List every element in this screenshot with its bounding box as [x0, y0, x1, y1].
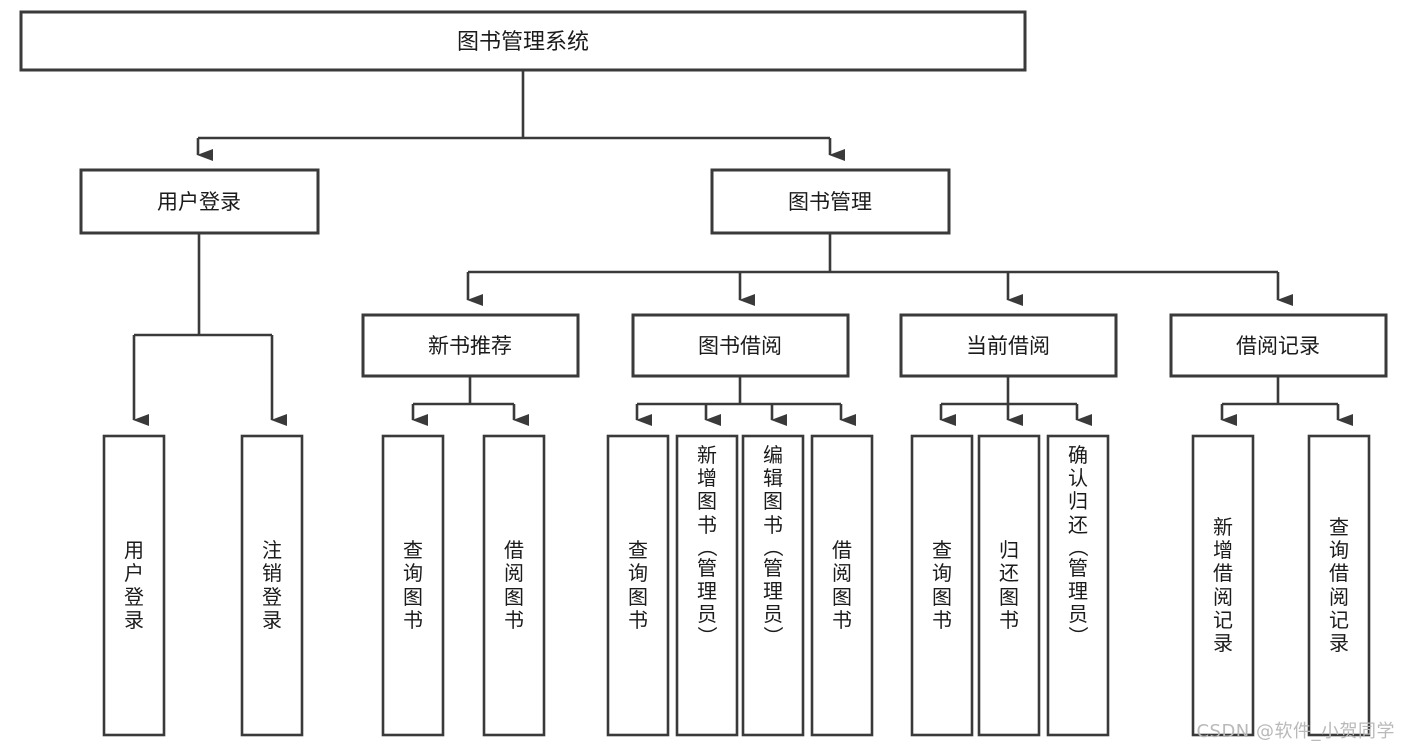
node-current-borrow-box — [899, 313, 1118, 378]
watermark-text: CSDN @软件_小贺同学 — [1196, 721, 1395, 742]
connector-book-manage-to-level3 — [466, 233, 1293, 306]
connector-new-book-recommend-to-leaves — [411, 376, 529, 426]
node-new-book-recommend-box — [361, 313, 580, 378]
leaf-box-add-borrow-record[interactable] — [1191, 434, 1255, 737]
node-current-borrow[interactable]: 当前借阅 — [899, 313, 1118, 378]
node-borrow-record-label: 借阅记录 — [1236, 334, 1320, 358]
leaf-box-add-book-admin[interactable] — [675, 434, 739, 737]
node-borrow-record[interactable]: 借阅记录 — [1169, 313, 1388, 378]
leaf-box-query-book-2[interactable] — [606, 434, 670, 737]
node-new-book-recommend-label: 新书推荐 — [428, 334, 512, 358]
node-book-borrow[interactable]: 图书借阅 — [631, 313, 850, 378]
node-user-login-label: 用户登录 — [157, 190, 241, 214]
leaf-box-edit-book-admin[interactable] — [741, 434, 805, 737]
leaf-box-user-login[interactable] — [102, 434, 166, 737]
leaf-box-confirm-return-admin[interactable] — [1046, 434, 1110, 737]
node-user-login[interactable]: 用户登录 — [79, 168, 320, 235]
leaf-box-user-logout[interactable] — [240, 434, 304, 737]
connector-borrow-record-to-leaves — [1220, 376, 1353, 426]
connector-current-borrow-to-leaves — [939, 376, 1092, 426]
connector-root-to-level2 — [196, 70, 845, 161]
node-book-manage-label: 图书管理 — [788, 190, 872, 214]
leaf-box-return-book[interactable] — [977, 434, 1041, 737]
leaf-box-query-borrow-record[interactable] — [1307, 434, 1371, 737]
leaf-box-query-book-1[interactable] — [381, 434, 445, 737]
node-book-borrow-label: 图书借阅 — [698, 334, 782, 358]
connector-user-login-to-leaves — [132, 233, 287, 426]
leaf-box-borrow-book-2[interactable] — [810, 434, 874, 737]
node-root-label: 图书管理系统 — [457, 30, 589, 55]
node-root[interactable]: 图书管理系统 — [19, 10, 1027, 72]
leaf-box-query-book-3[interactable] — [910, 434, 974, 737]
node-current-borrow-label: 当前借阅 — [966, 334, 1050, 358]
node-new-book-recommend[interactable]: 新书推荐 — [361, 313, 580, 378]
node-user-login-box — [79, 168, 320, 235]
connector-book-borrow-to-leaves — [635, 376, 856, 426]
node-book-manage[interactable]: 图书管理 — [710, 168, 951, 235]
leaf-box-borrow-book-1[interactable] — [482, 434, 546, 737]
node-root-box — [19, 10, 1027, 72]
